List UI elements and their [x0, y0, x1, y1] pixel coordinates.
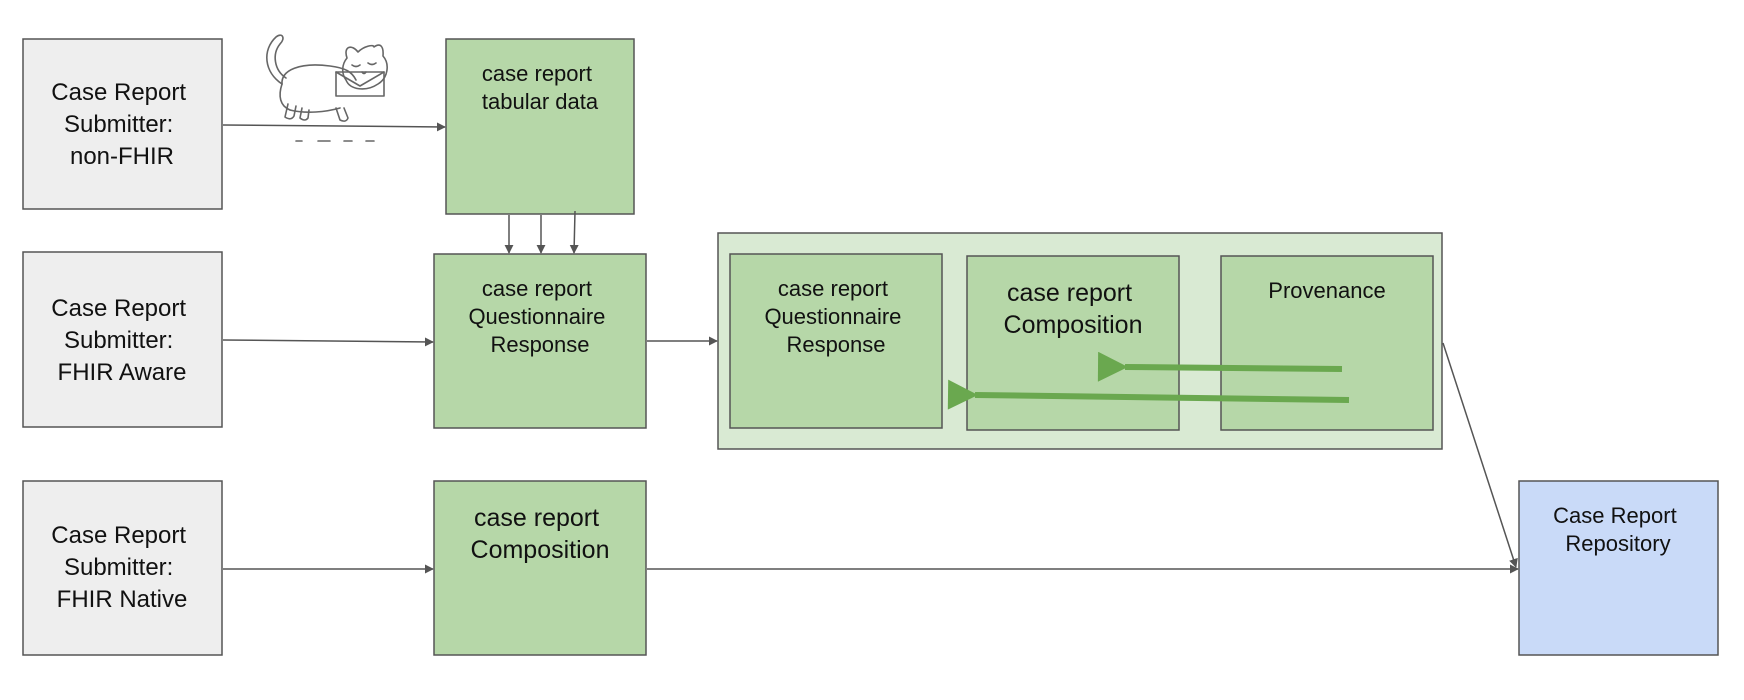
bundle-composition-label: case report Composition: [1004, 279, 1143, 339]
bundle-questionnaire-response-box[interactable]: case report Questionnaire Response: [729, 253, 943, 429]
tabular-data-label: case report tabular data: [482, 61, 599, 114]
composition-label: case report Composition: [471, 504, 610, 564]
provenance-label: Provenance: [1268, 278, 1385, 303]
submitter-fhir-native-box[interactable]: Case Report Submitter: FHIR Native: [22, 480, 223, 656]
connector-fhir-aware-to-qr: [222, 337, 434, 347]
questionnaire-response-label: case report Questionnaire Response: [468, 276, 611, 357]
submitter-fhir-aware-box[interactable]: Case Report Submitter: FHIR Aware: [22, 251, 223, 428]
tabular-data-box[interactable]: case report tabular data: [445, 38, 635, 215]
submitter-fhir-aware-label: Case Report Submitter: FHIR Aware: [51, 295, 192, 386]
connector-tabular-to-qr-3: [569, 210, 579, 254]
bundle-questionnaire-response-label: case report Questionnaire Response: [764, 276, 907, 357]
provenance-box[interactable]: Provenance: [1220, 255, 1434, 431]
submitter-fhir-native-label: Case Report Submitter: FHIR Native: [51, 522, 192, 613]
questionnaire-response-box[interactable]: case report Questionnaire Response: [433, 253, 647, 429]
case-report-repository-label: Case Report Repository: [1553, 503, 1683, 556]
connector-bundle-to-repository: [1442, 342, 1518, 568]
submitter-non-fhir-label: Case Report Submitter: non-FHIR: [51, 79, 192, 170]
cat-carrying-envelope-icon: [266, 34, 388, 142]
composition-box[interactable]: case report Composition: [433, 480, 647, 656]
submitter-non-fhir-box[interactable]: Case Report Submitter: non-FHIR: [22, 38, 223, 210]
case-report-repository-box[interactable]: Case Report Repository: [1518, 480, 1719, 656]
connector-non-fhir-to-tabular: [222, 122, 446, 132]
provenance-reference-arrow-questionnaire-response: [947, 379, 1350, 410]
bundle-composition-box[interactable]: case report Composition: [966, 255, 1180, 431]
provenance-reference-arrow-composition: [1097, 351, 1343, 382]
